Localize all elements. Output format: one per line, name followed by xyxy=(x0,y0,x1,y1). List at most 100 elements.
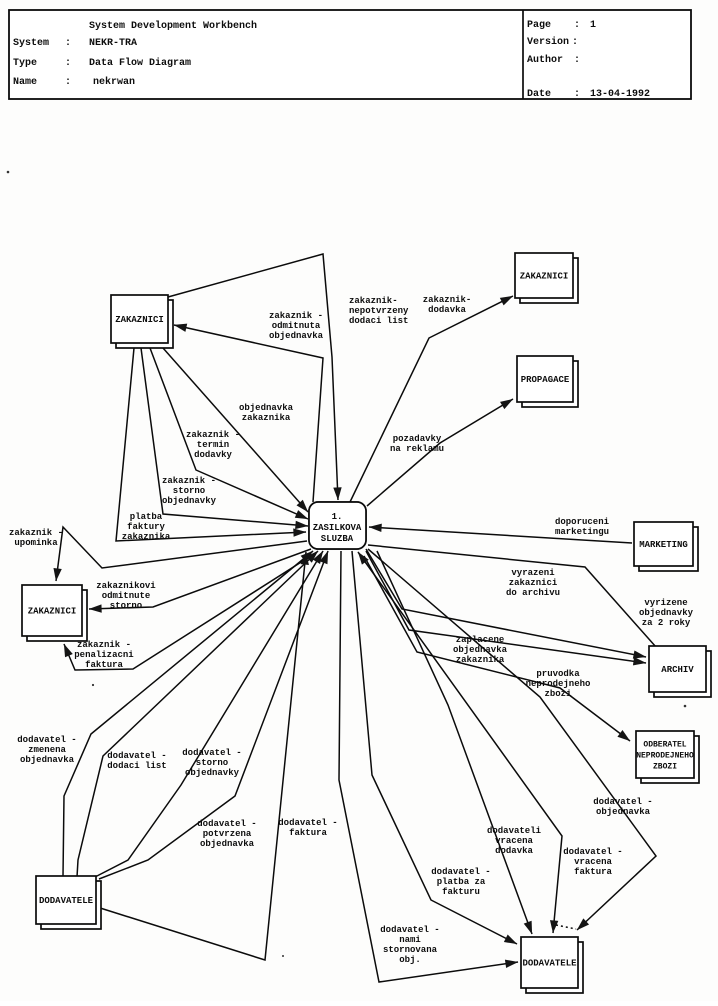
svg-text:1: 1 xyxy=(590,20,596,31)
svg-text:faktura: faktura xyxy=(85,660,123,670)
svg-text:vyrazeni: vyrazeni xyxy=(511,568,555,578)
svg-text::: : xyxy=(65,77,71,88)
svg-text:ODBERATEL: ODBERATEL xyxy=(643,740,686,749)
svg-text:vracena: vracena xyxy=(495,836,533,846)
svg-text:pozadavky: pozadavky xyxy=(393,434,442,444)
svg-text:zakaznik -: zakaznik - xyxy=(9,528,63,538)
svg-text:upominka: upominka xyxy=(14,538,58,548)
svg-text:dodavatel -: dodavatel - xyxy=(17,735,76,745)
svg-text:na reklamu: na reklamu xyxy=(390,444,444,454)
svg-text:NEPRODEJNEHO: NEPRODEJNEHO xyxy=(636,751,694,760)
svg-text:platba: platba xyxy=(130,512,163,522)
svg-text:Author: Author xyxy=(527,54,563,66)
svg-text:ZAKAZNICI: ZAKAZNICI xyxy=(520,272,569,282)
svg-text:fakturu: fakturu xyxy=(442,887,480,897)
svg-text:zakaznikovi: zakaznikovi xyxy=(96,581,156,591)
svg-text:DODAVATELE: DODAVATELE xyxy=(39,896,94,906)
svg-text:ZBOZI: ZBOZI xyxy=(653,762,677,771)
svg-text::: : xyxy=(65,38,71,49)
svg-text:Data Flow Diagram: Data Flow Diagram xyxy=(89,57,191,69)
svg-text:penalizacni: penalizacni xyxy=(74,650,134,660)
svg-text:dodavateli: dodavateli xyxy=(487,826,542,836)
svg-text:zakaznici: zakaznici xyxy=(509,578,558,588)
svg-text:Type: Type xyxy=(13,58,37,69)
svg-text:objednavky: objednavky xyxy=(639,608,694,618)
svg-text:Version: Version xyxy=(527,36,569,48)
svg-text:System: System xyxy=(13,38,49,49)
svg-text:vyrizene: vyrizene xyxy=(644,598,687,608)
svg-text:ARCHIV: ARCHIV xyxy=(661,665,694,675)
svg-text:termin: termin xyxy=(197,440,229,450)
svg-text:dodavatel -: dodavatel - xyxy=(563,847,622,857)
svg-text:zakaznika: zakaznika xyxy=(242,413,291,423)
svg-text:dodavatel -: dodavatel - xyxy=(380,925,439,935)
svg-text:faktury: faktury xyxy=(127,522,165,532)
svg-text:PROPAGACE: PROPAGACE xyxy=(521,375,570,385)
svg-text:zakaznik-: zakaznik- xyxy=(423,295,472,305)
svg-text:odmitnuta: odmitnuta xyxy=(272,321,321,331)
svg-text:dodavatel -: dodavatel - xyxy=(431,867,490,877)
svg-text:marketingu: marketingu xyxy=(555,527,609,537)
svg-text:do archivu: do archivu xyxy=(506,588,560,598)
svg-text:pruvodka: pruvodka xyxy=(536,669,580,679)
svg-text:vracena: vracena xyxy=(574,857,612,867)
svg-text:DODAVATELE: DODAVATELE xyxy=(522,959,577,969)
svg-text:nepotvrzeny: nepotvrzeny xyxy=(349,306,409,316)
svg-text::: : xyxy=(574,55,580,66)
svg-text:storno: storno xyxy=(173,486,205,496)
svg-text:zakaznik -: zakaznik - xyxy=(77,640,131,650)
svg-text:dodavatel -: dodavatel - xyxy=(278,818,337,828)
svg-text:MARKETING: MARKETING xyxy=(639,540,688,550)
svg-text:System Development Workbench: System Development Workbench xyxy=(89,20,257,32)
svg-text:objednavky: objednavky xyxy=(185,768,240,778)
svg-text:ZASILKOVA: ZASILKOVA xyxy=(313,523,362,533)
svg-text:dodavatel -: dodavatel - xyxy=(197,819,256,829)
svg-text:storno: storno xyxy=(196,758,228,768)
svg-text:dodavatel -: dodavatel - xyxy=(593,797,652,807)
svg-text:nekrwan: nekrwan xyxy=(93,76,135,88)
svg-text:objednavka: objednavka xyxy=(596,807,651,817)
svg-text:zakaznik -: zakaznik - xyxy=(269,311,323,321)
svg-text:dodaci list: dodaci list xyxy=(107,761,166,771)
svg-text::: : xyxy=(65,58,71,69)
svg-text:zaplacene: zaplacene xyxy=(456,635,505,645)
svg-text:doporuceni: doporuceni xyxy=(555,517,610,527)
svg-text:potvrzena: potvrzena xyxy=(203,829,252,839)
svg-text:SLUZBA: SLUZBA xyxy=(321,534,354,544)
svg-text:storno: storno xyxy=(110,601,142,611)
svg-text:stornovana: stornovana xyxy=(383,945,438,955)
svg-text:Name: Name xyxy=(13,77,37,88)
svg-text:zmenena: zmenena xyxy=(28,745,66,755)
svg-text:obj.: obj. xyxy=(399,955,421,965)
svg-text::: : xyxy=(574,89,580,100)
svg-text:objednavky: objednavky xyxy=(162,496,217,506)
svg-text:objednavka: objednavka xyxy=(269,331,324,341)
svg-text:faktura: faktura xyxy=(574,867,612,877)
svg-text:dodavka: dodavka xyxy=(495,846,533,856)
svg-text:dodaci list: dodaci list xyxy=(349,316,408,326)
svg-text:neprodejneho: neprodejneho xyxy=(526,679,591,689)
svg-text:objednavka: objednavka xyxy=(20,755,75,765)
svg-text:zakaznika: zakaznika xyxy=(456,655,505,665)
svg-text:platba za: platba za xyxy=(437,877,486,887)
svg-text:ZAKAZNICI: ZAKAZNICI xyxy=(115,315,164,325)
svg-text:objednavka: objednavka xyxy=(239,403,294,413)
svg-text:zbozi: zbozi xyxy=(544,689,572,699)
svg-text:dodavatel -: dodavatel - xyxy=(182,748,241,758)
svg-text:faktura: faktura xyxy=(289,828,327,838)
svg-text:objednavka: objednavka xyxy=(453,645,508,655)
svg-text:dodavka: dodavka xyxy=(428,305,466,315)
svg-text:za 2 roky: za 2 roky xyxy=(642,618,691,628)
svg-text:zakaznik -: zakaznik - xyxy=(162,476,216,486)
svg-text:13-04-1992: 13-04-1992 xyxy=(590,89,650,100)
svg-text::: : xyxy=(574,20,580,31)
svg-text:NEKR-TRA: NEKR-TRA xyxy=(89,38,137,49)
svg-text::: : xyxy=(572,37,578,48)
svg-text:Page: Page xyxy=(527,20,551,31)
svg-text:zakaznik-: zakaznik- xyxy=(349,296,398,306)
svg-text:dodavatel -: dodavatel - xyxy=(107,751,166,761)
svg-text:zakaznika: zakaznika xyxy=(122,532,171,542)
svg-text:ZAKAZNICI: ZAKAZNICI xyxy=(28,607,77,617)
svg-text:odmitnute: odmitnute xyxy=(102,591,151,601)
svg-text:dodavky: dodavky xyxy=(194,450,232,460)
